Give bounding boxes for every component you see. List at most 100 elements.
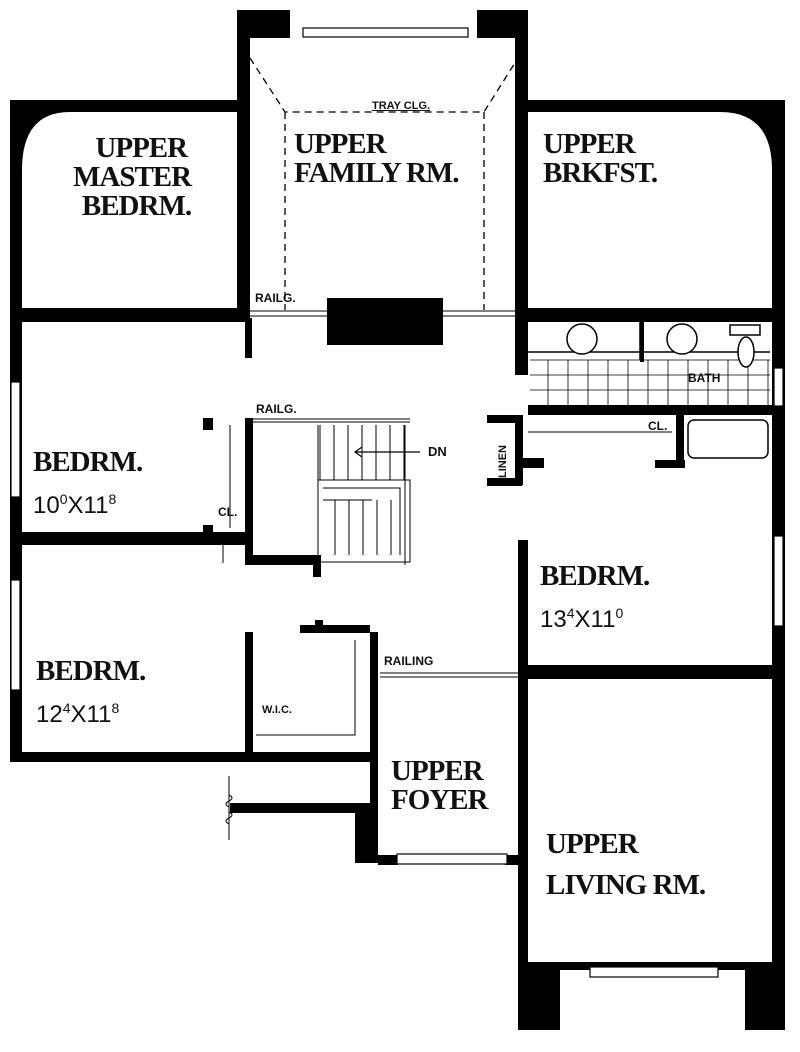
wall [505, 855, 520, 865]
window-bath [773, 367, 784, 407]
wall [528, 308, 785, 322]
stair-down-arrow [353, 446, 420, 458]
wall [528, 962, 778, 970]
railings [250, 310, 518, 678]
linen-label: LINEN [497, 445, 509, 478]
wall [528, 405, 772, 415]
dim-width-inches: 0 [59, 491, 68, 507]
room-dimensions: 124X118 [36, 700, 120, 728]
wall [10, 532, 250, 545]
window-foyer [396, 853, 508, 865]
sink-icon [566, 323, 598, 355]
dim-width: 13 [540, 606, 567, 633]
dim-length: 11 [86, 701, 112, 728]
room-name-line: BEDRM. [33, 446, 143, 478]
room-label-upper-master-bedroom: UPPER MASTER BEDRM. [73, 132, 192, 222]
room-name-line: FOYER [391, 784, 488, 816]
room-name-line: UPPER [543, 128, 636, 160]
walk-in-closet-label: W.I.C. [262, 704, 292, 716]
room-name-line: MASTER [73, 161, 192, 193]
dim-length-inches: 8 [108, 491, 117, 507]
wall [528, 100, 785, 112]
room-name-line: BEDRM. [36, 655, 146, 687]
bath-fixtures [528, 322, 770, 459]
wall [487, 415, 522, 423]
dim-length-inches: 0 [615, 605, 624, 621]
dim-width-inches: 4 [62, 700, 71, 716]
room-label-bedroom-2: BEDRM. 134X110 [540, 560, 650, 634]
room-label-upper-foyer: UPPER FOYER [391, 757, 488, 815]
bath-tile-floor [530, 359, 770, 405]
wall [10, 752, 370, 762]
dim-length-inches: 8 [111, 700, 120, 716]
wall [655, 460, 685, 468]
room-label-upper-living-room: UPPER LIVING RM. [546, 828, 706, 901]
room-name-line: UPPER [294, 128, 387, 160]
dim-width: 10 [33, 492, 60, 519]
window-bed3 [10, 579, 21, 691]
room-label-bedroom-3: BEDRM. 124X118 [36, 655, 146, 729]
wall [237, 10, 250, 318]
room-name-line: BRKFST. [543, 157, 658, 189]
room-dimensions: 134X110 [540, 605, 624, 633]
wall [745, 970, 785, 1030]
railing-label: RAILG. [255, 291, 296, 305]
railing-label: RAILING [384, 654, 434, 668]
room-name-line: FAMILY RM. [294, 157, 460, 189]
wic-shelf [256, 640, 356, 736]
wall [522, 458, 544, 468]
wall [518, 665, 785, 679]
chimney-block [327, 298, 443, 345]
windows [10, 27, 784, 978]
room-name-line: BEDRM. [540, 560, 650, 592]
room-dimensions: 100X118 [33, 491, 117, 519]
stair-landing [318, 479, 411, 563]
wall [487, 478, 522, 486]
wall [313, 555, 321, 577]
wall [245, 418, 253, 563]
dim-width-inches: 4 [566, 605, 575, 621]
wall [245, 555, 315, 565]
railing-label: RAILG. [256, 402, 297, 416]
closet-label: CL. [648, 419, 668, 433]
window-bed2 [773, 535, 784, 627]
window-living [589, 966, 719, 978]
tray-ceiling-label: TRAY CLG. [372, 100, 431, 112]
dim-length: 11 [83, 492, 109, 519]
wall [640, 322, 644, 362]
wall [355, 803, 378, 863]
wall [370, 632, 378, 860]
bathtub-icon [687, 419, 769, 459]
wall-corner [720, 112, 772, 170]
room-name-line: BEDRM. [81, 190, 192, 222]
wall-corner [22, 112, 70, 170]
room-label-bedroom-1: BEDRM. 100X118 [33, 446, 143, 520]
sink-icon [666, 323, 698, 355]
wall [245, 632, 253, 757]
window-bed1 [10, 381, 21, 498]
wall [10, 308, 250, 322]
stair-inner-rail [323, 487, 401, 555]
bath-label: BATH [688, 371, 721, 385]
toilet-tank-icon [729, 324, 761, 336]
wall [315, 620, 323, 632]
closet-label: CL. [218, 505, 238, 519]
break-lines [222, 535, 233, 840]
wall [245, 318, 252, 358]
room-label-upper-family-room: UPPER FAMILY RM. [294, 128, 460, 189]
window-family-top [302, 27, 469, 38]
wall [230, 803, 370, 813]
wall [300, 625, 370, 633]
room-name-line: UPPER [546, 828, 639, 860]
wall [518, 540, 528, 1030]
stairs-down-label: DN [428, 444, 447, 459]
dim-width: 12 [36, 701, 63, 728]
room-label-upper-breakfast: UPPER BRKFST. [543, 128, 658, 189]
wall [203, 418, 213, 430]
wall [515, 10, 528, 375]
wall [203, 525, 213, 537]
wall [518, 970, 560, 1030]
room-name-line: LIVING RM. [546, 869, 706, 901]
room-name-line: UPPER [95, 132, 188, 164]
